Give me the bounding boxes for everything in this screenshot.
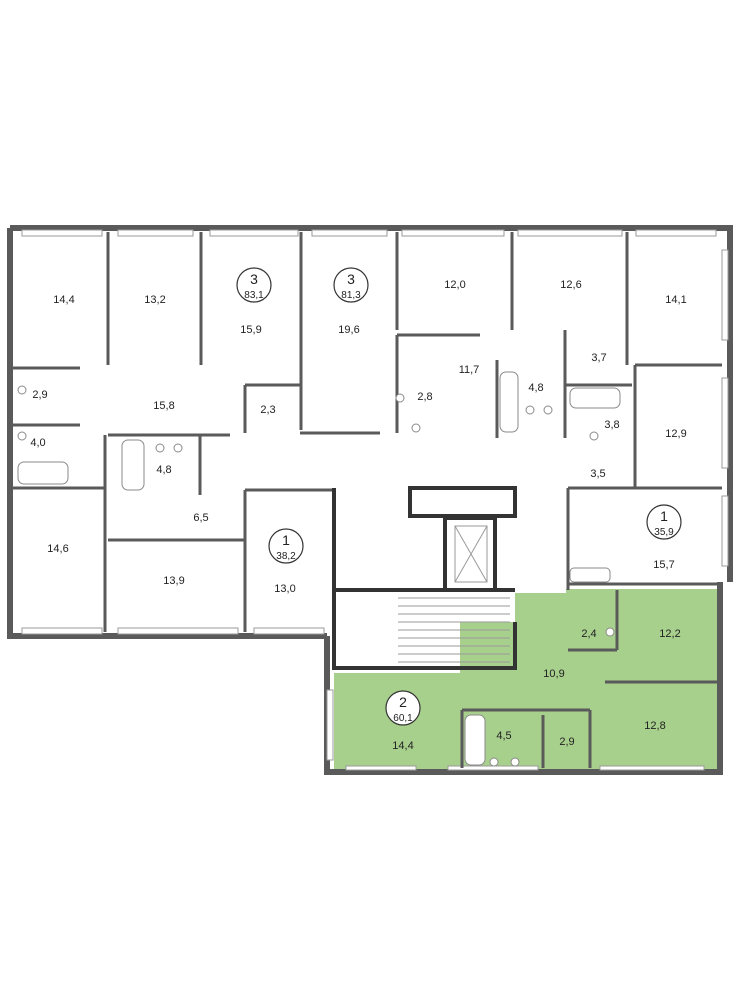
room-area: 2,4 [581,628,596,640]
room-area: 4,8 [528,382,543,394]
room-area: 4,5 [496,730,511,742]
highlighted-apartment[interactable] [334,589,720,770]
room-area: 15,7 [653,559,674,571]
room-area: 14,4 [392,740,413,752]
room-area: 2,9 [32,389,47,401]
room-area: 12,9 [665,428,686,440]
room-area: 12,2 [659,628,680,640]
room-area: 3,8 [604,419,619,431]
room-area: 3,7 [591,352,606,364]
apartment-badge-a[interactable]: 3 83,1 [236,267,272,303]
apartment-number: 3 [250,271,258,287]
apartment-area: 83,1 [244,290,264,301]
room-area: 13,0 [274,583,295,595]
room-area: 4,0 [30,437,45,449]
room-area: 2,8 [417,391,432,403]
room-area: 14,4 [53,294,74,306]
apartment-badge-e[interactable]: 2 60,1 [385,690,421,726]
apartment-badge-d[interactable]: 1 35,9 [646,504,682,540]
room-area: 10,9 [543,668,564,680]
room-area: 2,9 [559,736,574,748]
building-core [332,486,517,670]
room-area: 13,9 [163,575,184,587]
interior-walls [12,232,722,768]
room-area: 4,8 [156,464,171,476]
room-area: 6,5 [193,512,208,524]
room-area: 11,7 [459,364,480,376]
room-area: 15,8 [153,400,174,412]
apartment-number: 1 [282,532,290,548]
bathroom-fixtures [17,371,621,767]
apartment-area: 38,2 [276,551,296,562]
room-area: 13,2 [144,294,165,306]
room-labels: 14,4 13,2 15,9 19,6 12,0 12,6 14,1 3,7 1… [30,279,686,752]
room-area: 3,5 [590,468,605,480]
apartment-area: 81,3 [341,290,361,301]
stair-steps [398,597,510,663]
apartment-number: 3 [347,271,355,287]
apartment-number: 2 [399,694,407,710]
room-area: 19,6 [338,324,359,336]
room-area: 2,3 [260,404,275,416]
room-area: 12,8 [644,720,665,732]
room-area: 14,6 [47,543,68,555]
outer-walls [7,225,733,775]
apartment-badge-c[interactable]: 1 38,2 [268,528,304,564]
apartment-badge-b[interactable]: 3 81,3 [333,267,369,303]
apartment-area: 35,9 [654,527,674,538]
room-area: 15,9 [240,324,261,336]
apartment-number: 1 [660,508,668,524]
apartment-area: 60,1 [393,713,413,724]
room-area: 14,1 [665,294,686,306]
room-area: 12,0 [444,279,465,291]
room-area: 12,6 [560,279,581,291]
